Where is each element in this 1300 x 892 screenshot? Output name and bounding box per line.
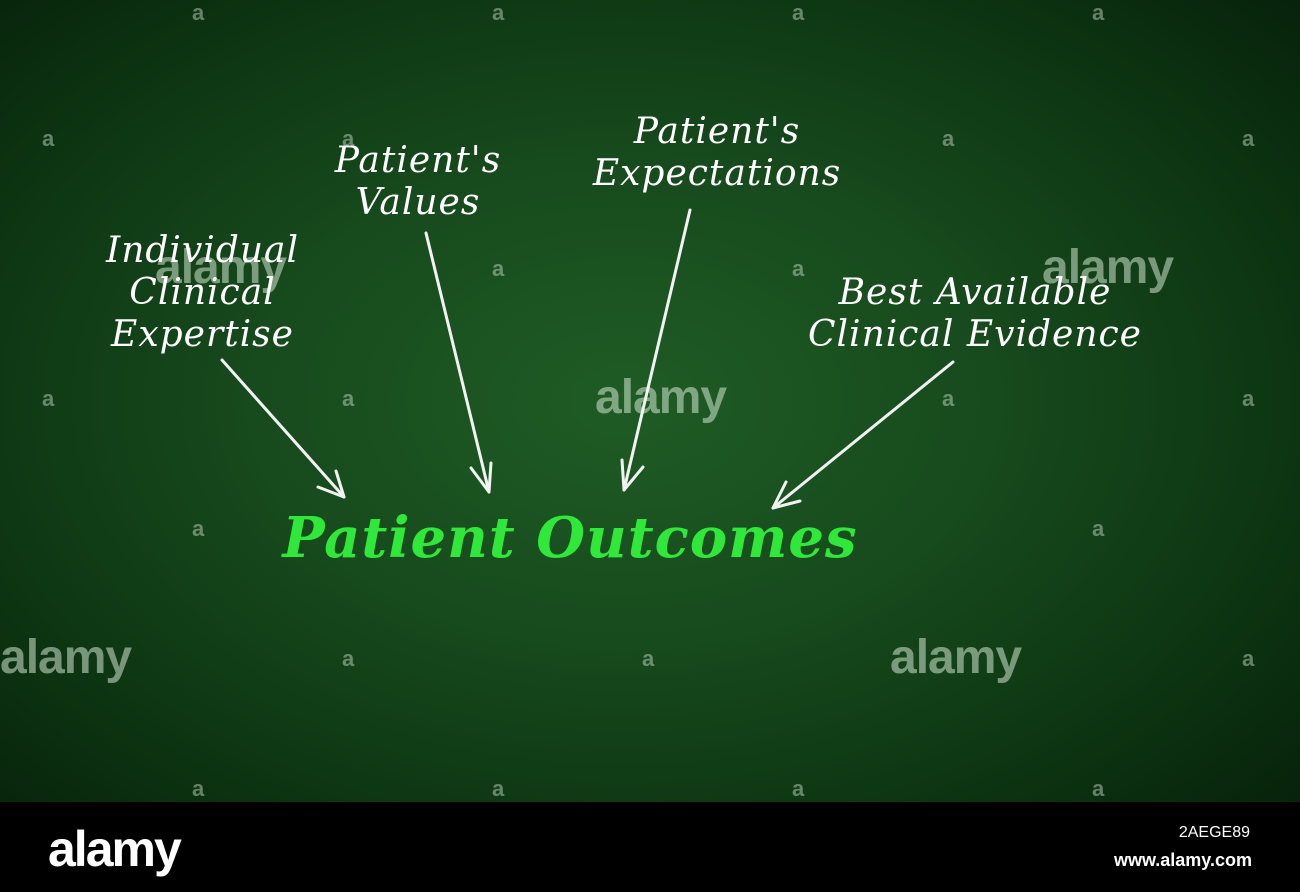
watermark-logo: alamy (595, 371, 727, 424)
watermark-logo: alamy (0, 631, 132, 684)
label-best-available-clinical-evidence: Best Available Clinical Evidence (780, 272, 1170, 356)
footer-image-id: 2AEGE89 (1178, 824, 1250, 841)
arrow-expertise (220, 358, 346, 499)
label-line: Individual (105, 230, 300, 271)
watermark-mark: a (192, 776, 204, 801)
watermark-mark: a (1242, 646, 1254, 671)
watermark-mark: a (642, 646, 654, 671)
label-line: Best Available (838, 272, 1112, 313)
label-line: Clinical (129, 272, 276, 313)
footer-url: www.alamy.com (1113, 850, 1252, 870)
label-line: Expertise (111, 314, 294, 355)
watermark-mark: a (42, 386, 54, 411)
watermark-mark: a (792, 256, 804, 281)
watermark-mark: a (342, 646, 354, 671)
watermark-mark: a (942, 386, 954, 411)
arrow-evidence (771, 360, 955, 510)
watermark-logo: alamy (1042, 241, 1174, 294)
watermark-mark: a (492, 0, 504, 25)
watermark-mark: a (942, 126, 954, 151)
center-title: Patient Outcomes (282, 505, 858, 571)
label-line: Patient's (633, 111, 801, 152)
label-patients-values: Patient's Values (318, 140, 518, 224)
label-line: Values (355, 182, 481, 223)
label-line: Patient's (334, 140, 502, 181)
label-line: Clinical Evidence (808, 314, 1142, 355)
watermark-mark: a (1092, 776, 1104, 801)
chalkboard-background (0, 0, 1300, 802)
watermark-mark: a (192, 516, 204, 541)
watermark-mark: a (1092, 516, 1104, 541)
watermark-mark: a (342, 386, 354, 411)
watermark-mark: a (1092, 0, 1104, 25)
watermark-mark: a (1242, 386, 1254, 411)
watermark-mark: a (342, 126, 354, 151)
watermark-mark: a (192, 0, 204, 25)
watermark-mark: a (1242, 126, 1254, 151)
watermark-mark: a (792, 0, 804, 25)
watermark-mark: a (42, 126, 54, 151)
label-individual-clinical-expertise: Individual Clinical Expertise (70, 230, 335, 356)
arrow-values (424, 231, 493, 494)
arrow-expectations (620, 208, 692, 492)
watermark-logo: alamy (155, 241, 287, 294)
label-line: Expectations (592, 153, 842, 194)
watermark-mark: a (792, 776, 804, 801)
arrows-layer (220, 208, 955, 510)
footer-logo: alamy (48, 821, 182, 877)
label-patients-expectations: Patient's Expectations (572, 111, 862, 195)
watermark-mark: a (492, 776, 504, 801)
watermark-logo: alamy (890, 631, 1022, 684)
watermark-mark: a (492, 256, 504, 281)
footer-bar: alamy 2AEGE89 www.alamy.com (0, 802, 1300, 892)
